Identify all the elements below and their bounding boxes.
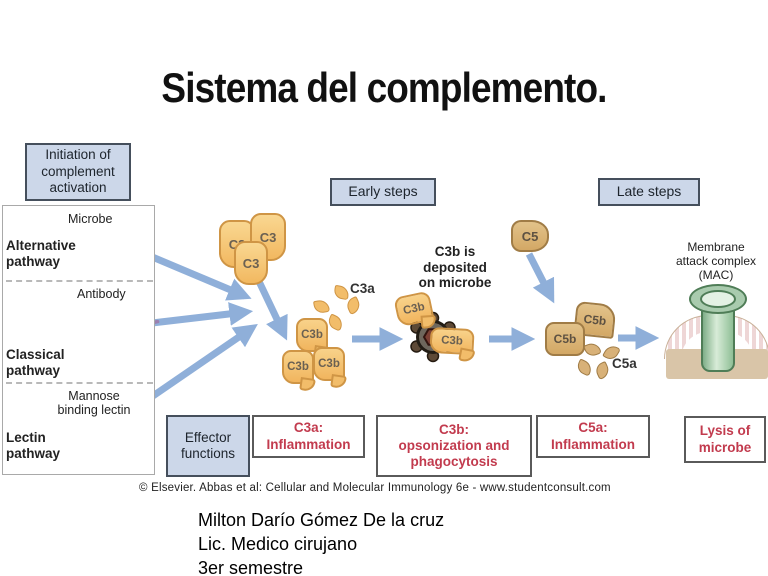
alternative-pathway-label: Alternative pathway xyxy=(6,238,76,269)
effector-functions-box: Effector functions xyxy=(166,415,250,477)
c3a-label: C3a xyxy=(350,281,375,296)
author-semester: 3er semestre xyxy=(198,558,304,576)
author-name: Milton Darío Gómez De la cruz xyxy=(198,510,445,530)
c3-molecule: C3 xyxy=(234,241,268,285)
effector-box-c5a: C5a: Inflammation xyxy=(536,415,650,458)
effector-box-c3a: C3a: Inflammation xyxy=(252,415,365,458)
early-steps-box: Early steps xyxy=(330,178,436,206)
c3b-molecule: C3b xyxy=(313,347,345,381)
initiation-box: Initiation of complement activation xyxy=(25,143,131,201)
c5-molecule: C5 xyxy=(511,220,549,252)
late-steps-box: Late steps xyxy=(598,178,700,206)
microbe-label: Microbe xyxy=(68,212,113,226)
c3b-deposited-annotation: C3b is deposited on microbe xyxy=(418,244,492,291)
copyright-line: © Elsevier. Abbas et al: Cellular and Mo… xyxy=(139,482,611,494)
effector-box-lysis: Lysis of microbe xyxy=(684,416,766,463)
mac-annotation: Membrane attack complex (MAC) xyxy=(675,240,757,282)
mac-pore-opening xyxy=(700,290,736,308)
author-degree: Lic. Medico cirujano xyxy=(198,534,358,554)
lectin-pathway-label: Lectin pathway xyxy=(6,430,61,461)
panel-divider xyxy=(6,382,153,384)
antibody-label: Antibody xyxy=(77,287,126,301)
slide-title: Sistema del complemento. xyxy=(161,64,607,111)
c3b-tag: C3b xyxy=(393,290,435,328)
author-block: Milton Darío Gómez De la cruz Lic. Medic… xyxy=(198,508,444,576)
panel-divider xyxy=(6,280,153,282)
effector-box-c3b: C3b: opsonization and phagocytosis xyxy=(376,415,532,477)
c5a-label: C5a xyxy=(612,356,637,371)
mannose-binding-lectin-label: Mannose binding lectin xyxy=(57,389,131,418)
c3b-tag: C3b xyxy=(429,326,475,356)
c3b-molecule: C3b xyxy=(282,350,314,384)
initiation-panel xyxy=(2,205,155,475)
classical-pathway-label: Classical pathway xyxy=(6,347,65,378)
c5b-molecule: C5b xyxy=(545,322,585,356)
